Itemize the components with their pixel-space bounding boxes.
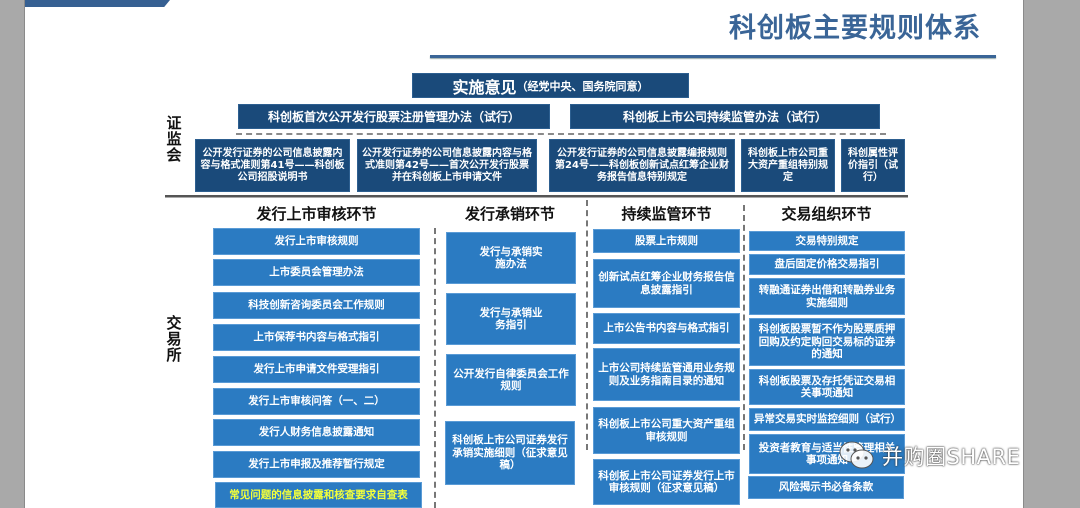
csrc-dashed-separator xyxy=(236,133,886,135)
column-heading-trading-organization: 交易组织环节 xyxy=(781,205,872,223)
continuous-supervision-item: 上市公告书内容与格式指引 xyxy=(593,313,740,344)
issuance-review-item: 发行上市审核问答（一、二） xyxy=(213,388,420,415)
issuance-review-item: 发行上市审核规则 xyxy=(213,228,420,255)
column-separator-1 xyxy=(434,228,436,508)
column-heading-continuous-supervision: 持续监管环节 xyxy=(621,205,712,223)
csrc-rule-attribute-evaluation: 科创属性评价指引（试行） xyxy=(841,139,905,192)
csrc-law-continuous-supervision: 科创板上市公司持续监管办法（试行） xyxy=(570,104,880,129)
column-separator-2 xyxy=(586,200,588,450)
watermark: 并购圈SHARE xyxy=(838,440,1020,472)
csrc-rule-restructuring: 科创板上市公司重大资产重组特别规定 xyxy=(741,139,835,192)
csrc-rule-24: 公开发行证券的公司信息披露编报规则第24号——科创板创新试点红筹企业财务报告信息… xyxy=(549,139,735,192)
trading-organization-item: 转融通证券出借和转融券业务实施细则 xyxy=(749,278,905,315)
issuance-review-item: 发行人财务信息披露通知 xyxy=(213,419,420,446)
column-heading-underwriting: 发行承销环节 xyxy=(464,205,555,223)
exchange-label: 交易所 xyxy=(166,314,182,364)
title-underline xyxy=(430,55,996,58)
underwriting-item: 公开发行自律委员会工作规则 xyxy=(446,354,576,406)
csrc-rule-41: 公开发行证券的公司信息披露内容与格式准则第41号——科创板公司招股说明书 xyxy=(195,139,350,192)
slide-title: 科创板主要规则体系 xyxy=(729,13,981,44)
trading-organization-item: 异常交易实时监控细则（试行） xyxy=(749,408,905,431)
issuance-review-item: 发行上市申报及推荐暂行规定 xyxy=(213,451,420,478)
trading-organization-item: 交易特别规定 xyxy=(749,231,905,251)
continuous-supervision-item: 科创板上市公司证券发行上市审核规则（征求意见稿） xyxy=(593,459,740,505)
implementation-opinion-title: 实施意见 xyxy=(452,77,517,97)
underwriting-item: 发行与承销实施办法 xyxy=(446,232,576,284)
issuance-review-item: 上市委员会管理办法 xyxy=(213,259,420,286)
trading-organization-item: 投资者教育与适当性管理相关事项通知 xyxy=(749,434,905,474)
implementation-opinion-box: 实施意见 （经党中央、国务院同意） xyxy=(412,73,689,98)
underwriting-item: 发行与承销业务指引 xyxy=(446,293,576,345)
column-separator-3 xyxy=(743,205,745,450)
continuous-supervision-item: 上市公司持续监管通用业务规则及业务指南目录的通知 xyxy=(593,348,740,401)
underwriting-item: 科创板上市公司证券发行承销实施细则（征求意见稿） xyxy=(445,421,575,485)
issuance-review-item: 科技创新咨询委员会工作规则 xyxy=(213,292,420,319)
csrc-rule-42: 公开发行证券的公司信息披露内容与格式准则第42号——首次公开发行股票并在科创板上… xyxy=(357,139,537,192)
trading-organization-item: 风险揭示书必备条款 xyxy=(748,476,904,499)
watermark-text: 并购圈SHARE xyxy=(882,445,1021,469)
csrc-label: 证监会 xyxy=(166,114,182,164)
trading-organization-item: 盘后固定价格交易指引 xyxy=(749,254,905,275)
section-divider xyxy=(165,195,908,198)
issuance-review-item-highlighted: 常见问题的信息披露和核查要求自查表 xyxy=(215,482,422,508)
csrc-law-registration: 科创板首次公开发行股票注册管理办法（试行） xyxy=(238,104,550,129)
continuous-supervision-item: 科创板上市公司重大资产重组审核规则 xyxy=(593,407,740,454)
column-heading-issuance-review: 发行上市审核环节 xyxy=(256,205,377,223)
wechat-icon xyxy=(838,440,876,472)
slide-header-accent-bar xyxy=(25,0,170,7)
implementation-opinion-note: （经党中央、国务院同意） xyxy=(516,79,649,93)
issuance-review-item: 发行上市申请文件受理指引 xyxy=(213,356,420,383)
trading-organization-item: 科创板股票暂不作为股票质押回购及约定购回交易标的证券的通知 xyxy=(749,318,905,366)
trading-organization-item: 科创板股票及存托凭证交易相关事项通知 xyxy=(749,369,905,405)
issuance-review-item: 上市保荐书内容与格式指引 xyxy=(213,324,420,351)
continuous-supervision-item: 创新试点红筹企业财务报告信息披露指引 xyxy=(593,259,740,308)
continuous-supervision-item: 股票上市规则 xyxy=(593,229,740,253)
